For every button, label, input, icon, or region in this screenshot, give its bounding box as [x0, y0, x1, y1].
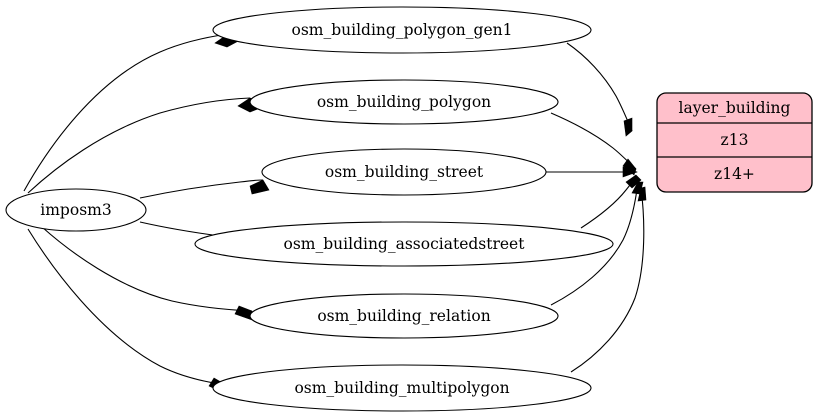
node-shape-ellipse — [212, 6, 592, 54]
edge-path — [550, 181, 639, 306]
arrowhead-icon — [234, 305, 253, 321]
node-label: imposm3 — [40, 201, 111, 219]
node-shape-ellipse — [212, 364, 592, 412]
node-osm_building_street[interactable]: osm_building_street — [261, 148, 547, 196]
record-row-zoom-z14plus[interactable]: z14+ — [714, 165, 755, 183]
edge-imposm3-to-osm_building_multipolygon — [27, 228, 227, 395]
node-layer_building[interactable]: layer_building z13 z14+ — [656, 92, 813, 193]
edge-osm_building_street-to-layer_building-z14plus — [546, 166, 638, 178]
edge-path — [41, 226, 253, 312]
node-label: osm_building_associatedstreet — [284, 235, 526, 253]
edge-osm_building_polygon-to-layer_building-z14plus — [550, 112, 637, 176]
edge-path — [27, 228, 227, 386]
edge-osm_building_multipolygon-to-layer_building-z14plus — [570, 186, 647, 373]
arrowhead-icon — [623, 117, 633, 137]
edge-path — [27, 97, 251, 194]
record-row-layer-name: layer_building — [679, 99, 791, 117]
record-node-background — [656, 92, 813, 193]
arrowhead-icon — [625, 174, 642, 189]
node-shape-ellipse — [5, 188, 147, 232]
node-imposm3[interactable]: imposm3 — [5, 188, 147, 232]
edge-imposm3-to-osm_building_street — [139, 179, 270, 199]
node-shape-ellipse — [194, 221, 614, 267]
edge-path — [570, 187, 645, 373]
node-shape-ellipse — [249, 79, 559, 125]
node-osm_building_multipolygon[interactable]: osm_building_multipolygon — [212, 364, 592, 412]
edge-path — [550, 112, 637, 170]
node-osm_building_polygon[interactable]: osm_building_polygon — [249, 79, 559, 125]
record-row-zoom-z13[interactable]: z13 — [721, 131, 749, 149]
node-label: osm_building_relation — [317, 307, 490, 325]
edge-group-tables-to-layer — [546, 42, 647, 373]
node-label: osm_building_polygon_gen1 — [292, 21, 513, 39]
node-osm_building_polygon_gen1[interactable]: osm_building_polygon_gen1 — [212, 6, 592, 54]
node-shape-ellipse — [249, 293, 559, 339]
node-label: osm_building_street — [325, 163, 484, 181]
arrowhead-icon — [249, 179, 270, 195]
edge-imposm3-to-osm_building_polygon — [27, 97, 269, 194]
edge-path — [139, 179, 264, 199]
node-osm_building_associatedstreet[interactable]: osm_building_associatedstreet — [194, 221, 614, 267]
arrowhead-icon — [637, 186, 647, 202]
arrowhead-icon — [622, 166, 638, 178]
node-label: osm_building_multipolygon — [294, 379, 509, 397]
edge-osm_building_polygon_gen1-to-layer_building-z13 — [566, 42, 633, 137]
node-osm_building_relation[interactable]: osm_building_relation — [249, 293, 559, 339]
node-label: osm_building_polygon — [317, 93, 491, 111]
edge-osm_building_associatedstreet-to-layer_building-z14plus — [580, 174, 642, 229]
edge-path — [23, 33, 229, 192]
edge-path — [566, 42, 633, 132]
edge-imposm3-to-osm_building_polygon_gen1 — [23, 33, 245, 192]
node-shape-ellipse — [261, 148, 547, 196]
